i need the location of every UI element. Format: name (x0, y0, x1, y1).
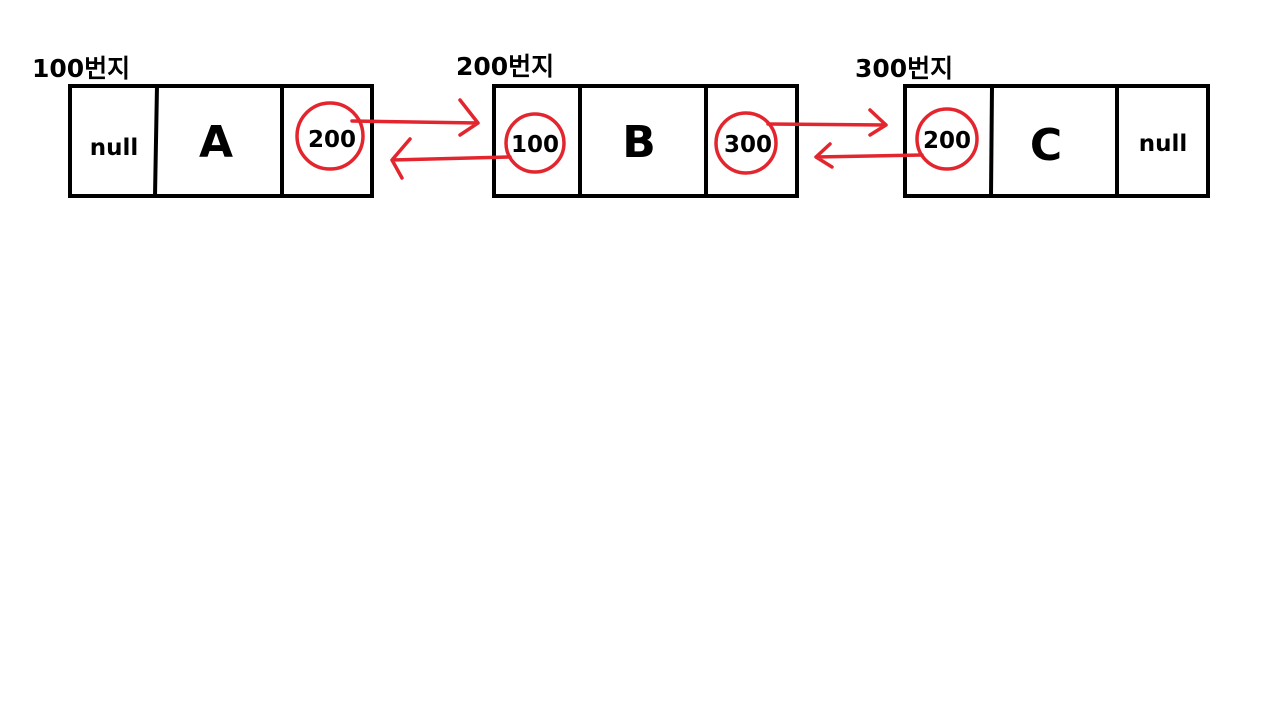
node-3-prev-value: 200 (923, 128, 971, 154)
node-1-address-label: 100번지 (32, 54, 130, 83)
node-2-next-highlight-circle (714, 111, 778, 175)
node-3-address-label: 300번지 (855, 54, 953, 83)
node-3-divider-1 (989, 85, 994, 197)
node-3-data-value: C (1030, 120, 1062, 171)
node-1: 100번지 null A 200 (32, 54, 374, 198)
node-2-box (492, 84, 799, 198)
node-1-data-value: A (199, 117, 233, 168)
arrow-node2-to-node3 (766, 108, 888, 137)
node-1-divider-1 (153, 85, 159, 197)
node-1-prev-value: null (90, 135, 139, 161)
node-1-next-highlight-circle (295, 101, 365, 171)
node-2-data-value: B (622, 117, 656, 168)
node-2-prev-value: 100 (511, 132, 559, 158)
node-3-box (903, 84, 1210, 198)
arrow-node2-to-node1 (390, 137, 512, 180)
node-2-address-label: 200번지 (456, 52, 554, 81)
node-3-prev-highlight-circle (915, 107, 979, 171)
node-1-box (68, 84, 374, 198)
node-2: 200번지 100 B 300 (456, 52, 799, 198)
node-1-next-value: 200 (308, 127, 356, 153)
arrow-node3-to-node2 (814, 142, 924, 169)
node-3-next-value: null (1139, 131, 1188, 157)
pointer-arrows (350, 98, 924, 180)
node-2-next-value: 300 (724, 132, 772, 158)
node-3: 300번지 200 C null (855, 54, 1210, 198)
node-2-prev-highlight-circle (504, 112, 566, 174)
arrow-node1-to-node2 (350, 98, 480, 137)
